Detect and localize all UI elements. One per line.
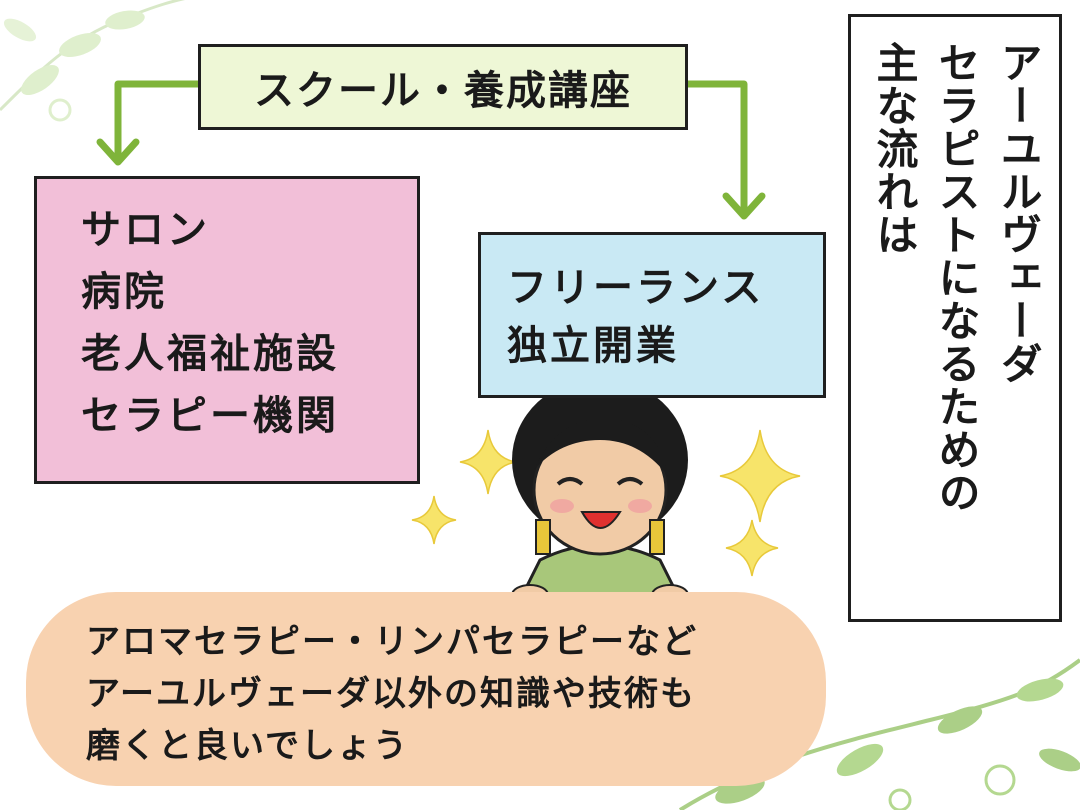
arrow-down-icon — [688, 84, 762, 216]
speech-bubble: アロマセラピー・リンパセラピーなど アーユルヴェーダ以外の知識や技術も 磨くと良… — [26, 592, 826, 786]
title-box: アーユルヴェーダ セラピストになるための 主な流れは — [848, 14, 1062, 622]
speech-line: 磨くと良いでしょう — [86, 720, 826, 772]
title-column: セラピストになるための — [935, 41, 977, 514]
school-box: スクール・養成講座 — [198, 44, 688, 130]
speech-line: アーユルヴェーダ以外の知識や技術も — [86, 668, 826, 720]
employment-item: セラピー機関 — [81, 385, 417, 447]
leaf-vine-icon — [0, 0, 200, 120]
freelance-box: フリーランス 独立開業 — [478, 232, 826, 398]
title-column: アーユルヴェーダ — [997, 41, 1039, 385]
title-column: 主な流れは — [873, 41, 915, 256]
arrow-down-icon — [100, 84, 198, 162]
employment-item: 病院 — [81, 261, 417, 323]
school-box-label: スクール・養成講座 — [254, 58, 632, 116]
freelance-item: フリーランス — [507, 259, 823, 317]
employment-item: 老人福祉施設 — [81, 323, 417, 385]
freelance-item: 独立開業 — [507, 317, 823, 375]
woman-character-icon — [512, 378, 688, 605]
speech-line: アロマセラピー・リンパセラピーなど — [86, 616, 826, 668]
employment-item: サロン — [81, 199, 417, 261]
employment-box: サロン 病院 老人福祉施設 セラピー機関 — [34, 176, 420, 484]
